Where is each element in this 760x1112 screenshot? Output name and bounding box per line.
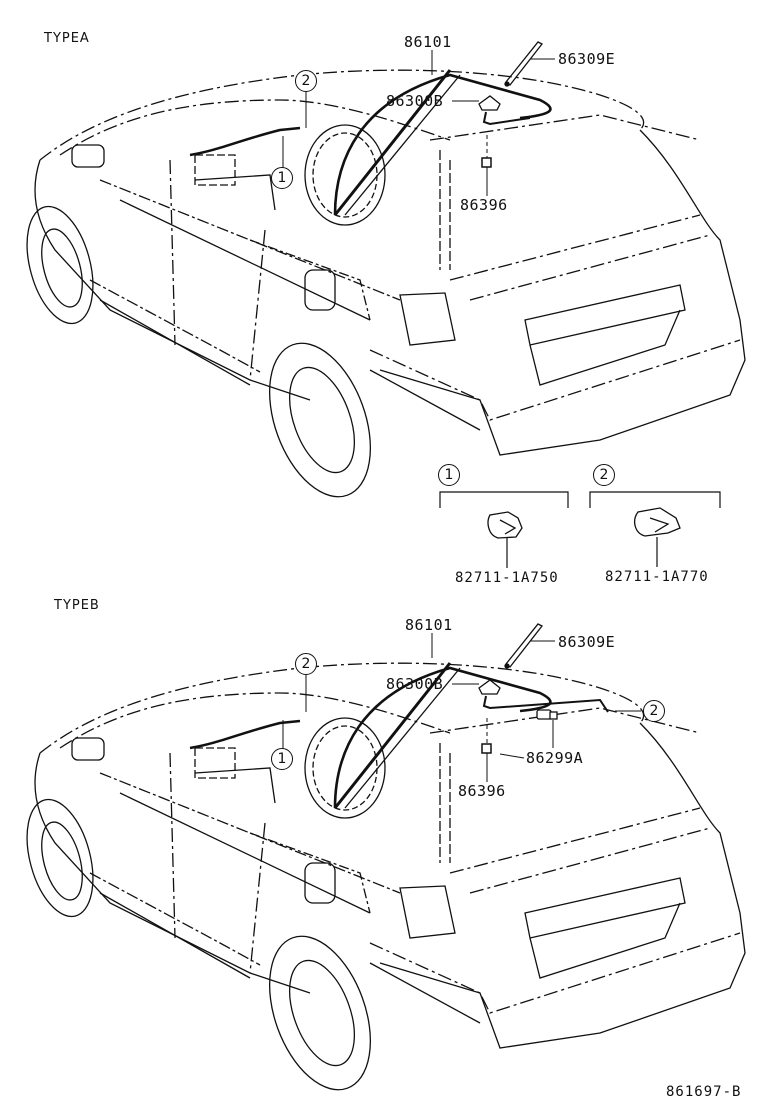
vehicle-drawing-type-b xyxy=(13,623,747,1106)
part-label-antenna-pad[interactable]: 86396 xyxy=(460,196,508,214)
amplifier-86299A-icon xyxy=(536,709,558,720)
clip-82711-1A750-icon xyxy=(487,511,523,539)
antenna-base-icon xyxy=(478,679,609,713)
callout-clamp-2-rear[interactable]: 2 xyxy=(643,700,665,722)
part-label-antenna-base[interactable]: 86300B xyxy=(386,92,444,110)
clip-82711-1A770-icon xyxy=(634,507,681,537)
part-label-amplifier[interactable]: 86299A xyxy=(526,749,584,767)
part-label-antenna-base[interactable]: 86300B xyxy=(386,675,444,693)
leader-lines-type-a xyxy=(282,50,555,196)
part-label-antenna-rod[interactable]: 86309E xyxy=(558,633,616,651)
part-label-roof-harness[interactable]: 86101 xyxy=(404,33,452,51)
detail-ref-2: 2 xyxy=(593,464,615,486)
antenna-rod-icon xyxy=(504,623,544,669)
callout-clamp-1[interactable]: 1 xyxy=(271,748,293,770)
antenna-base-icon xyxy=(478,95,531,126)
part-label-antenna-pad[interactable]: 86396 xyxy=(458,782,506,800)
detail-brackets xyxy=(439,491,721,568)
detail-ref-1: 1 xyxy=(438,464,460,486)
part-number-clip-2[interactable]: 82711-1A770 xyxy=(605,569,709,585)
antenna-pad-icon xyxy=(481,157,492,168)
type-b-label: TYPEB xyxy=(54,598,100,613)
callout-clamp-1[interactable]: 1 xyxy=(271,167,293,189)
part-label-antenna-rod[interactable]: 86309E xyxy=(558,50,616,68)
callout-clamp-2[interactable]: 2 xyxy=(295,653,317,675)
antenna-rod-icon xyxy=(504,41,544,87)
leader-lines-type-b xyxy=(282,633,641,782)
antenna-pad-icon xyxy=(481,743,492,754)
drawing-code: 861697-B xyxy=(666,1084,742,1100)
part-label-roof-harness[interactable]: 86101 xyxy=(405,616,453,634)
type-a-label: TYPEA xyxy=(44,31,90,46)
callout-clamp-2[interactable]: 2 xyxy=(295,70,317,92)
vehicle-drawing-type-a xyxy=(13,41,747,568)
part-number-clip-1[interactable]: 82711-1A750 xyxy=(455,570,559,586)
